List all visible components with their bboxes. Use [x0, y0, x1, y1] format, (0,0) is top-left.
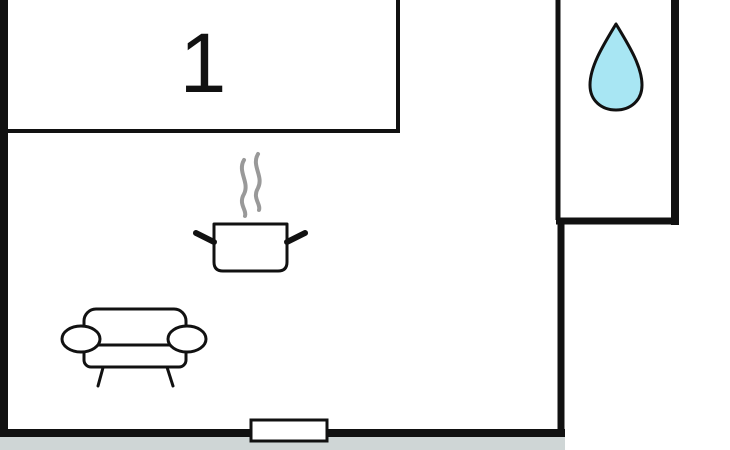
sofa-icon — [60, 307, 208, 388]
cooking-pot-icon — [193, 152, 308, 273]
ground-strip — [0, 436, 565, 450]
room-1-outline — [8, 0, 400, 133]
door-opening — [249, 418, 329, 443]
water-drop-icon — [588, 22, 644, 112]
